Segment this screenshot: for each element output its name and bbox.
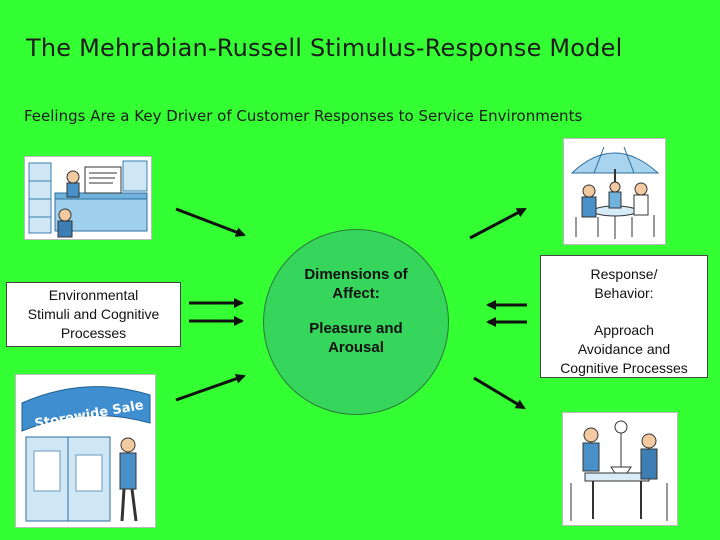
response-body-line: Approach [594, 322, 654, 338]
affect-body-line: Pleasure and [309, 320, 403, 337]
slide-title: The Mehrabian-Russell Stimulus-Response … [26, 34, 623, 62]
response-heading-line: Response/ [590, 266, 658, 282]
response-body-line: Avoidance and [577, 341, 671, 357]
affect-heading-line: Dimensions of [304, 266, 408, 283]
arrow-affect-to-cafe [469, 207, 527, 240]
restaurant-scene-illustration [562, 412, 678, 526]
stimuli-line: Processes [60, 325, 127, 341]
affect-body-line: Arousal [328, 339, 384, 356]
arrow-storefront-to-affect [175, 373, 246, 402]
stimuli-box: Environmental Stimuli and Cognitive Proc… [6, 282, 181, 347]
storefront-sale-illustration: Storewide Sale [15, 374, 156, 528]
stimuli-line: Stimuli and Cognitive [27, 306, 160, 322]
shop-counter-illustration [24, 156, 152, 240]
arrow-affect-to-restaurant [473, 376, 526, 410]
stimuli-line: Environmental [48, 287, 139, 303]
response-body-line: Cognitive Processes [560, 360, 688, 376]
affect-heading: Dimensions of Affect: [264, 265, 448, 303]
response-heading-line: Behavior: [594, 285, 654, 301]
slide-subtitle: Feelings Are a Key Driver of Customer Re… [24, 107, 583, 125]
arrow-shop-to-affect [175, 207, 246, 237]
cafe-umbrella-illustration [563, 138, 666, 245]
response-box: Response/ Behavior: Approach Avoidance a… [540, 255, 708, 378]
affect-body: Pleasure and Arousal [264, 319, 448, 357]
affect-circle: Dimensions of Affect: Pleasure and Arous… [263, 229, 449, 415]
affect-heading-line: Affect: [332, 285, 380, 302]
